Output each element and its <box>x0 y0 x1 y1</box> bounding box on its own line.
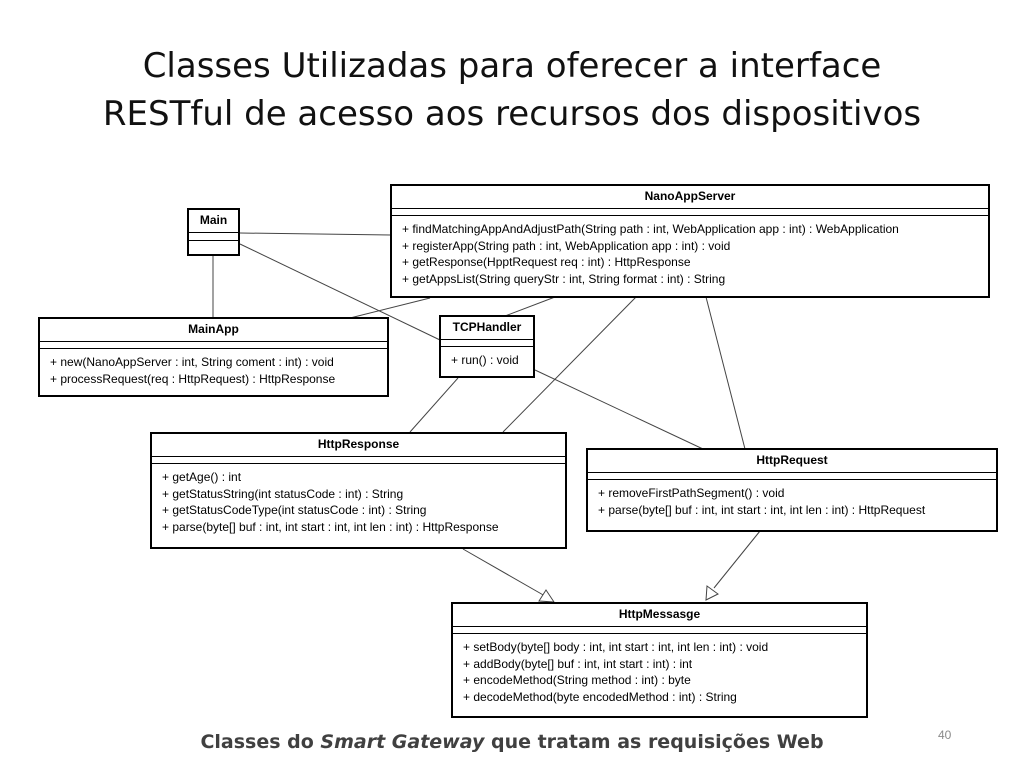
class-httprequest: HttpRequest + removeFirstPathSegment() :… <box>586 448 998 532</box>
operation: + run() : void <box>451 353 519 367</box>
operation: + new(NanoAppServer : int, String coment… <box>50 355 334 369</box>
class-name: Main <box>189 210 238 233</box>
association-nanoappserver-httprequest <box>705 296 746 450</box>
caption-text: Classes do <box>200 731 321 753</box>
class-main: Main <box>187 208 240 256</box>
title-line-1: Classes Utilizadas para oferecer a inter… <box>142 46 882 86</box>
operation: + getStatusString(int statusCode : int) … <box>162 486 404 501</box>
operation: + processRequest(req : HttpRequest) : Ht… <box>50 371 336 386</box>
association-main-nanoappserver <box>239 232 392 236</box>
class-name: TCPHandler <box>441 317 533 340</box>
attributes-compartment <box>453 627 866 634</box>
page-number: 40 <box>938 728 952 742</box>
operation: + getStatusCodeType(int statusCode : int… <box>162 503 427 517</box>
association-mainapp-nanoappserver <box>349 297 431 319</box>
operation: + findMatchingAppAndAdjustPath(String pa… <box>402 222 899 236</box>
operations-compartment: + getAge() : int + getStatusString(int s… <box>152 464 565 540</box>
operation: + addBody(byte[] buf : int, int start : … <box>463 656 693 671</box>
class-name: HttpMessasge <box>453 604 866 627</box>
attributes-compartment <box>40 342 387 349</box>
association-tcphandler-httpresponse <box>409 377 459 433</box>
operation: + setBody(byte[] body : int, int start :… <box>463 640 769 654</box>
class-tcphandler: TCPHandler + run() : void <box>439 315 535 378</box>
class-name: MainApp <box>40 319 387 342</box>
operations-compartment: + run() : void <box>441 347 533 374</box>
class-httpresponse: HttpResponse + getAge() : int + getStatu… <box>150 432 567 549</box>
slide-caption: Classes do Smart Gateway que tratam as r… <box>0 731 1024 753</box>
operations-compartment: + findMatchingAppAndAdjustPath(String pa… <box>392 216 988 292</box>
class-httpmessage: HttpMessasge + setBody(byte[] body : int… <box>451 602 868 718</box>
slide-title: Classes Utilizadas para oferecer a inter… <box>0 42 1024 138</box>
operation: + removeFirstPathSegment() : void <box>598 486 785 500</box>
operation: + getAppsList(String queryStr : int, Str… <box>402 271 726 286</box>
generalization-httpresponse-httpmessage <box>462 548 546 597</box>
operation: + parse(byte[] buf : int, int start : in… <box>598 502 926 517</box>
operations-compartment: + new(NanoAppServer : int, String coment… <box>40 349 387 392</box>
class-nanoappserver: NanoAppServer + findMatchingAppAndAdjust… <box>390 184 990 298</box>
generalization-arrowhead <box>705 585 719 601</box>
operation: + parse(byte[] buf : int, int start : in… <box>162 519 499 534</box>
attributes-compartment <box>152 457 565 464</box>
association-tcphandler-httprequest <box>534 369 704 450</box>
title-line-2: RESTful de acesso aos recursos dos dispo… <box>102 94 922 134</box>
generalization-arrowhead <box>538 589 555 603</box>
attributes-compartment <box>588 473 996 480</box>
association-main-tcphandler <box>239 243 441 341</box>
class-name: HttpResponse <box>152 434 565 457</box>
operations-compartment: + removeFirstPathSegment() : void + pars… <box>588 480 996 523</box>
attributes-compartment <box>441 340 533 347</box>
association-tcphandler-nanoappserver <box>504 296 556 317</box>
attributes-compartment <box>392 209 988 216</box>
operation: + decodeMethod(byte encodedMethod : int)… <box>463 689 737 704</box>
class-name: HttpRequest <box>588 450 996 473</box>
operation: + getResponse(HpptRequest req : int) : H… <box>402 255 691 269</box>
caption-emphasis: Smart Gateway <box>320 731 485 753</box>
association-nanoappserver-httpresponse <box>502 296 637 433</box>
class-name: NanoAppServer <box>392 186 988 209</box>
class-mainapp: MainApp + new(NanoAppServer : int, Strin… <box>38 317 389 397</box>
operations-compartment <box>189 241 238 251</box>
operations-compartment: + setBody(byte[] body : int, int start :… <box>453 634 866 710</box>
operation: + encodeMethod(String method : int) : by… <box>463 673 691 687</box>
attributes-compartment <box>189 233 238 241</box>
operation: + getAge() : int <box>162 470 242 484</box>
operation: + registerApp(String path : int, WebAppl… <box>402 238 731 253</box>
caption-text: que tratam as requisições Web <box>484 731 824 753</box>
generalization-httprequest-httpmessage <box>713 530 761 589</box>
